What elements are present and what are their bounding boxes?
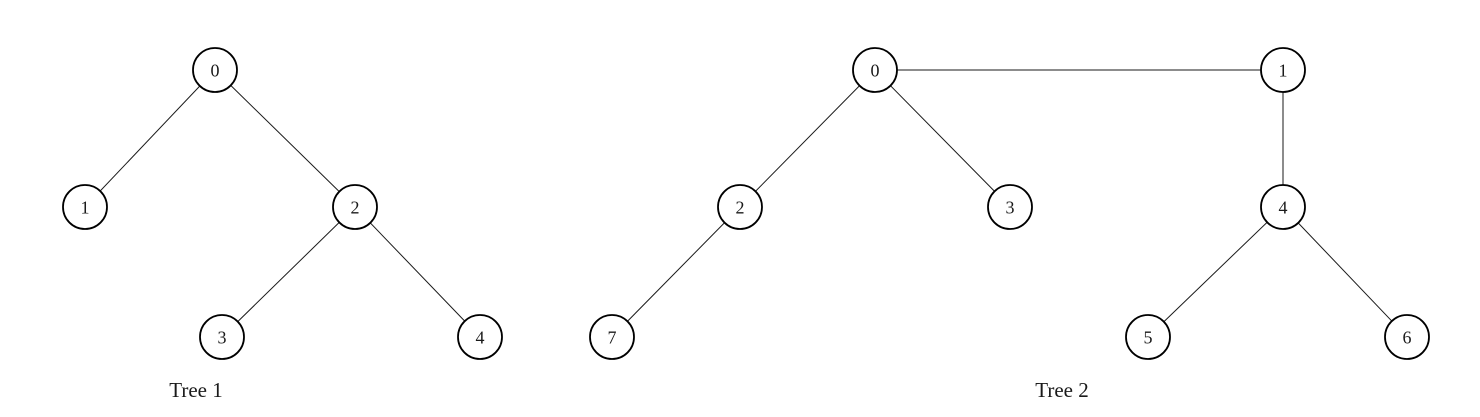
tree-node	[192, 47, 238, 93]
tree-node	[1260, 47, 1306, 93]
tree-1-title: Tree 1	[169, 378, 223, 402]
node-label: 5	[1144, 328, 1153, 348]
node-label: 3	[1006, 198, 1015, 218]
tree-node	[1384, 314, 1430, 360]
tree-node	[457, 314, 503, 360]
node-label: 0	[211, 61, 220, 81]
tree-edge	[1147, 206, 1284, 338]
tree-node	[62, 184, 108, 230]
node-label: 4	[1279, 198, 1288, 218]
node-label: 1	[81, 198, 90, 218]
node-label: 7	[608, 328, 617, 348]
tree-2-title: Tree 2	[1035, 378, 1089, 402]
tree-node	[987, 184, 1033, 230]
node-label: 2	[351, 198, 360, 218]
node-label: 6	[1403, 328, 1412, 348]
tree-edge	[611, 206, 741, 338]
tree-node	[199, 314, 245, 360]
tree-node	[1125, 314, 1171, 360]
tree-edge	[354, 206, 481, 338]
tree-node	[717, 184, 763, 230]
node-label: 2	[736, 198, 745, 218]
tree-edge	[221, 206, 356, 338]
tree-edge	[84, 69, 216, 208]
node-label: 1	[1279, 61, 1288, 81]
tree-node	[852, 47, 898, 93]
tree-edge	[874, 69, 1011, 208]
tree-node	[332, 184, 378, 230]
tree-edge	[1282, 206, 1408, 338]
tree-edge	[739, 69, 876, 208]
node-label: 3	[218, 328, 227, 348]
node-label: 4	[476, 328, 485, 348]
tree-edge	[214, 69, 356, 208]
node-label: 0	[871, 61, 880, 81]
tree-node	[589, 314, 635, 360]
tree-node	[1260, 184, 1306, 230]
